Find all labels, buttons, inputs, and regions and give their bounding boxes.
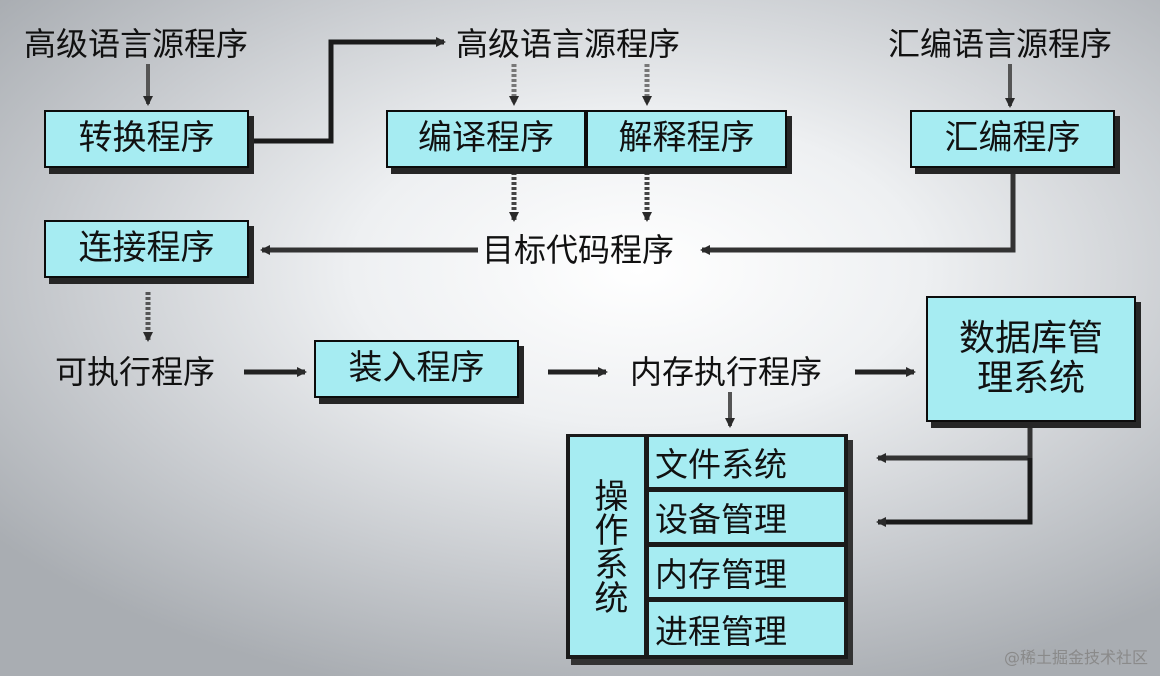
os-item-file-system: 文件系统 bbox=[649, 437, 844, 487]
arrow-assemble-to-target bbox=[700, 172, 1016, 255]
box-assemble-program: 汇编程序 bbox=[910, 110, 1115, 168]
label-executable: 可执行程序 bbox=[55, 353, 216, 391]
box-convert-program: 转换程序 bbox=[44, 110, 249, 168]
box-dbms: 数据库管 理系统 bbox=[926, 296, 1136, 422]
os-item-memory-mgmt: 内存管理 bbox=[649, 547, 844, 597]
box-link-program: 连接程序 bbox=[44, 220, 249, 278]
box-interpret-program: 解释程序 bbox=[586, 110, 787, 168]
watermark: @稀土掘金技术社区 bbox=[1003, 648, 1148, 667]
os-title: 操作系统 bbox=[570, 437, 644, 655]
label-target-code: 目标代码程序 bbox=[482, 231, 675, 269]
label-highlevel-source-mid: 高级语言源程序 bbox=[456, 25, 681, 63]
box-load-program: 装入程序 bbox=[314, 340, 519, 398]
label-highlevel-source-left: 高级语言源程序 bbox=[24, 25, 249, 63]
arrow-dbms-to-filesys bbox=[876, 425, 1033, 463]
os-item-process-mgmt: 进程管理 bbox=[649, 602, 844, 655]
box-compile-program: 编译程序 bbox=[386, 110, 586, 168]
label-memory-exec: 内存执行程序 bbox=[630, 353, 823, 391]
os-item-device-mgmt: 设备管理 bbox=[649, 492, 844, 542]
arrow-convert-to-highlevel bbox=[252, 37, 446, 144]
arrow-dbms-to-device bbox=[876, 458, 1033, 527]
label-assembly-source: 汇编语言源程序 bbox=[888, 25, 1113, 63]
